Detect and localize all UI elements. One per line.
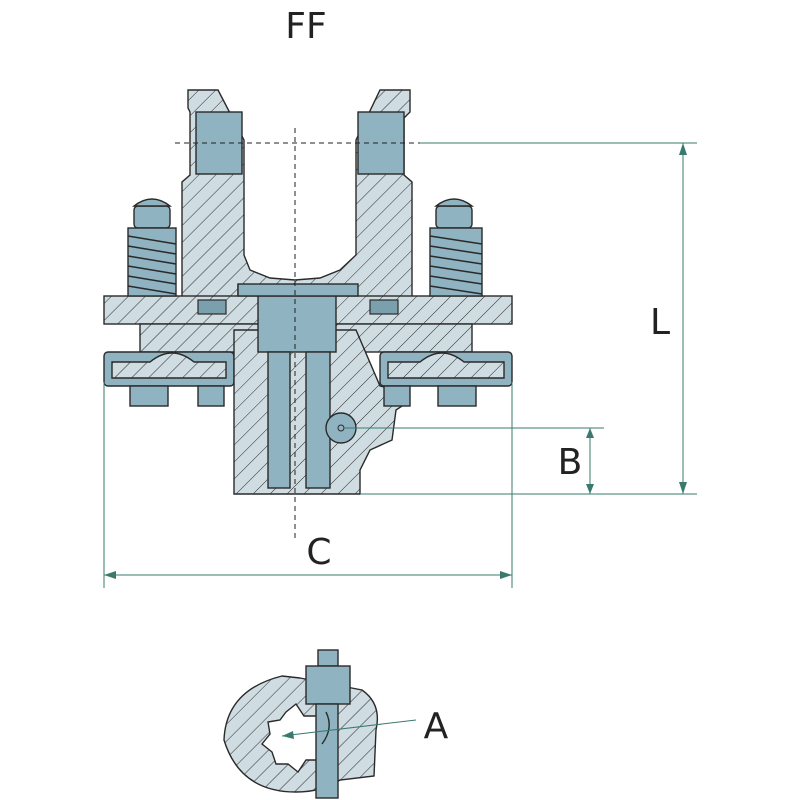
spline-cap — [257, 295, 337, 353]
spring-right — [429, 198, 483, 297]
bolt-shank — [315, 703, 339, 799]
dimension-C-label: C — [306, 532, 331, 573]
spline-tooth-left — [267, 351, 291, 489]
spline-tooth-right — [305, 351, 331, 489]
flange-nuts — [129, 299, 477, 407]
drawing-title: FF — [285, 6, 326, 47]
dimension-L-label: L — [650, 302, 670, 343]
bolt-head — [317, 649, 339, 667]
cross-section-view — [223, 649, 379, 799]
spline-collar — [237, 283, 359, 297]
dimension-A-label: A — [424, 706, 449, 747]
bolt-nut — [305, 665, 351, 705]
hub-body — [233, 283, 410, 495]
spring-left — [127, 198, 177, 297]
dimension-A — [281, 719, 417, 739]
dimension-L — [360, 142, 697, 495]
yoke-body — [181, 89, 413, 301]
dimension-C — [103, 382, 513, 588]
dimension-B-label: B — [558, 442, 583, 483]
dimension-B — [344, 427, 604, 494]
